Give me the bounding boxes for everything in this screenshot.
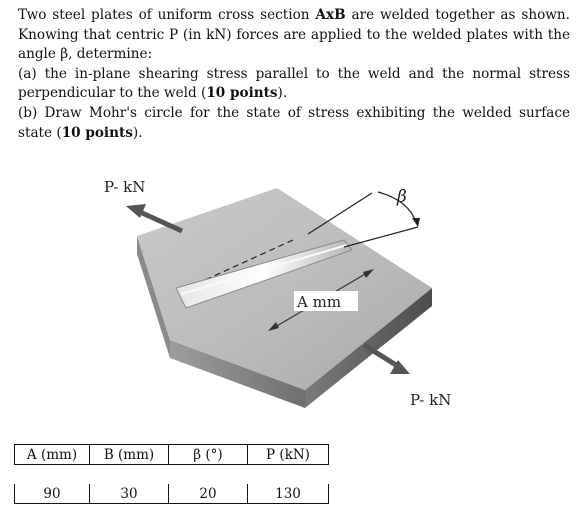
intro-text-cont: are welded together as shown. Knowing th…: [18, 7, 570, 63]
dimension-arrow-end-b: [363, 269, 374, 278]
table-value-b: 30: [89, 484, 169, 504]
part-b: (b) Draw Mohr's circle for the state of …: [18, 104, 570, 143]
table-value-p: 130: [247, 484, 329, 504]
angle-weld-line: [343, 226, 419, 248]
reference-dashed-line: [204, 239, 294, 281]
table-value-a: 90: [14, 484, 90, 504]
plate-top-face: [137, 188, 432, 390]
table-spacer-row: [15, 465, 329, 485]
table-header-b: B (mm): [89, 444, 169, 465]
angle-beta-label: β: [396, 187, 407, 207]
given-data-table: A (mm) B (mm) β (°) P (kN) 90 30 20 130: [14, 444, 329, 504]
dimension-label: A mm: [296, 293, 341, 311]
table-header-p: P (kN): [247, 444, 329, 465]
table-header-row: A (mm) B (mm) β (°) P (kN): [14, 444, 329, 465]
dimension-arrow-end-a: [268, 322, 279, 331]
load-label-top: P- kN: [104, 178, 145, 196]
welded-plates-diagram: P- kN P- kN β A mm: [104, 178, 451, 409]
load-arrow-bottom-head: [390, 360, 410, 374]
plate-left-face: [137, 236, 170, 358]
part-b-text: (b) Draw Mohr's circle for the state of …: [18, 104, 570, 141]
table-header-a: A (mm): [14, 444, 90, 465]
part-a: (a) the in-plane shearing stress paralle…: [18, 65, 570, 104]
load-arrow-top: [138, 209, 184, 234]
intro-text: Two steel plates of uniform cross sectio…: [18, 7, 316, 23]
part-a-end: ).: [277, 85, 288, 102]
plate-front-face: [170, 340, 305, 408]
angle-arc-arrow: [412, 218, 420, 227]
welded-plates-figure: P- kN P- kN β A mm: [0, 170, 581, 430]
part-b-end: ).: [132, 124, 143, 141]
table-row: 90 30 20 130: [14, 484, 329, 504]
angle-reference-line: [307, 192, 373, 235]
load-label-bottom: P- kN: [410, 391, 451, 409]
part-a-points: 10 points: [206, 85, 278, 102]
dimension-label-bg: [294, 291, 358, 311]
problem-statement: Two steel plates of uniform cross sectio…: [18, 6, 570, 143]
table-header-beta: β (°): [168, 444, 248, 465]
problem-intro: Two steel plates of uniform cross sectio…: [18, 6, 570, 65]
load-arrow-bottom: [362, 342, 398, 368]
cross-section-dims: AxB: [315, 7, 346, 23]
table-value-beta: 20: [168, 484, 248, 504]
weld-highlight: [180, 244, 348, 295]
load-arrow-top-head: [126, 204, 146, 218]
part-b-points: 10 points: [61, 124, 133, 141]
part-a-text: (a) the in-plane shearing stress paralle…: [18, 65, 570, 102]
